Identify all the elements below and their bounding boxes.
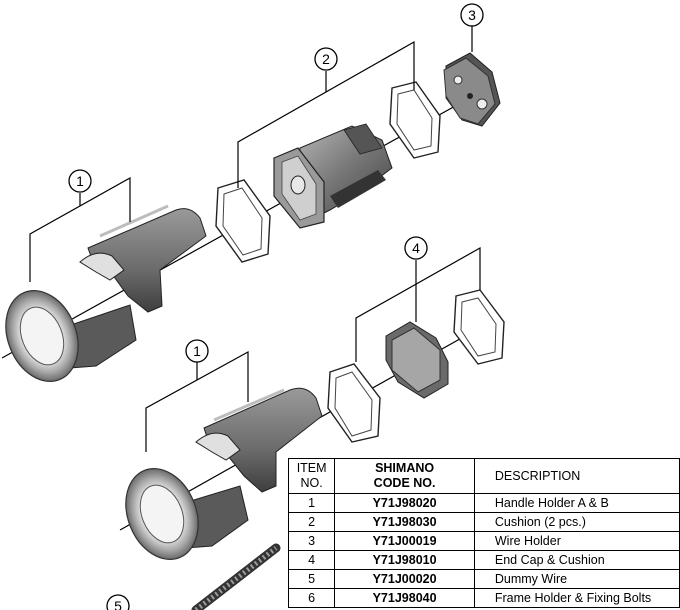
table-row: 1 Y71J98020 Handle Holder A & B (287, 493, 680, 513)
cell-description: End Cap & Cushion (473, 550, 680, 570)
cell-code: Y71J98010 (334, 550, 475, 570)
svg-text:1: 1 (193, 343, 201, 359)
svg-text:5: 5 (114, 598, 122, 610)
cell-item: 3 (287, 531, 336, 551)
cell-code: Y71J00020 (334, 569, 475, 589)
cell-item: 2 (287, 512, 336, 532)
svg-text:1: 1 (76, 173, 84, 189)
callout-1-upper: 1 (68, 169, 92, 193)
svg-text:3: 3 (468, 7, 476, 23)
header-code-line2: CODE NO. (373, 476, 436, 490)
cell-code: Y71J98030 (334, 512, 475, 532)
cell-item: 1 (287, 493, 336, 513)
cell-item: 4 (287, 550, 336, 570)
header-item-line2: NO. (300, 476, 323, 490)
table-row: 3 Y71J00019 Wire Holder (287, 531, 680, 551)
header-item-no: ITEM NO. (287, 458, 336, 494)
part-end-cap-left-cushion (327, 363, 381, 443)
header-code-line1: SHIMANO (375, 461, 435, 475)
bracket-part-1-lower (145, 350, 249, 452)
table-row: 2 Y71J98030 Cushion (2 pcs.) (287, 512, 680, 532)
cell-item: 5 (287, 569, 336, 589)
callout-2: 2 (314, 47, 338, 71)
svg-text:2: 2 (322, 51, 330, 67)
bracket-part-4 (355, 246, 481, 362)
part-dummy-wire (191, 543, 281, 610)
cell-description: Frame Holder & Fixing Bolts (473, 588, 680, 608)
callout-4: 4 (404, 236, 428, 260)
callout-3: 3 (460, 3, 484, 27)
part-wire-holder (443, 52, 501, 127)
part-handle-holder-upper (5, 204, 207, 383)
part-cushion-right (389, 81, 441, 159)
cell-code: Y71J98020 (334, 493, 475, 513)
bracket-part-2 (237, 40, 415, 188)
callout-1-lower: 1 (185, 339, 209, 363)
part-cushion-left (215, 179, 271, 263)
part-end-cap-right-cushion (453, 289, 505, 365)
bracket-part-1-upper (29, 176, 131, 282)
cell-code: Y71J98040 (334, 588, 475, 608)
callout-5: 5 (106, 594, 130, 610)
cell-description: Wire Holder (473, 531, 680, 551)
table-row: 4 Y71J98010 End Cap & Cushion (287, 550, 680, 570)
part-end-cap (385, 321, 449, 399)
cell-description: Cushion (2 pcs.) (473, 512, 680, 532)
cell-description: Dummy Wire (473, 569, 680, 589)
parts-table-header-row: ITEM NO. SHIMANO CODE NO. DESCRIPTION (287, 458, 680, 494)
part-frame-holder (273, 123, 393, 229)
part-handle-holder-lower (125, 387, 323, 561)
header-code-no: SHIMANO CODE NO. (334, 458, 475, 494)
header-description: DESCRIPTION (473, 458, 680, 494)
parts-table: ITEM NO. SHIMANO CODE NO. DESCRIPTION 1 … (287, 458, 680, 608)
cell-description: Handle Holder A & B (473, 493, 680, 513)
svg-text:4: 4 (412, 240, 420, 256)
cell-item: 6 (287, 588, 336, 608)
table-row: 6 Y71J98040 Frame Holder & Fixing Bolts (287, 588, 680, 608)
cell-code: Y71J00019 (334, 531, 475, 551)
header-item-line1: ITEM (296, 461, 327, 475)
table-row: 5 Y71J00020 Dummy Wire (287, 569, 680, 589)
